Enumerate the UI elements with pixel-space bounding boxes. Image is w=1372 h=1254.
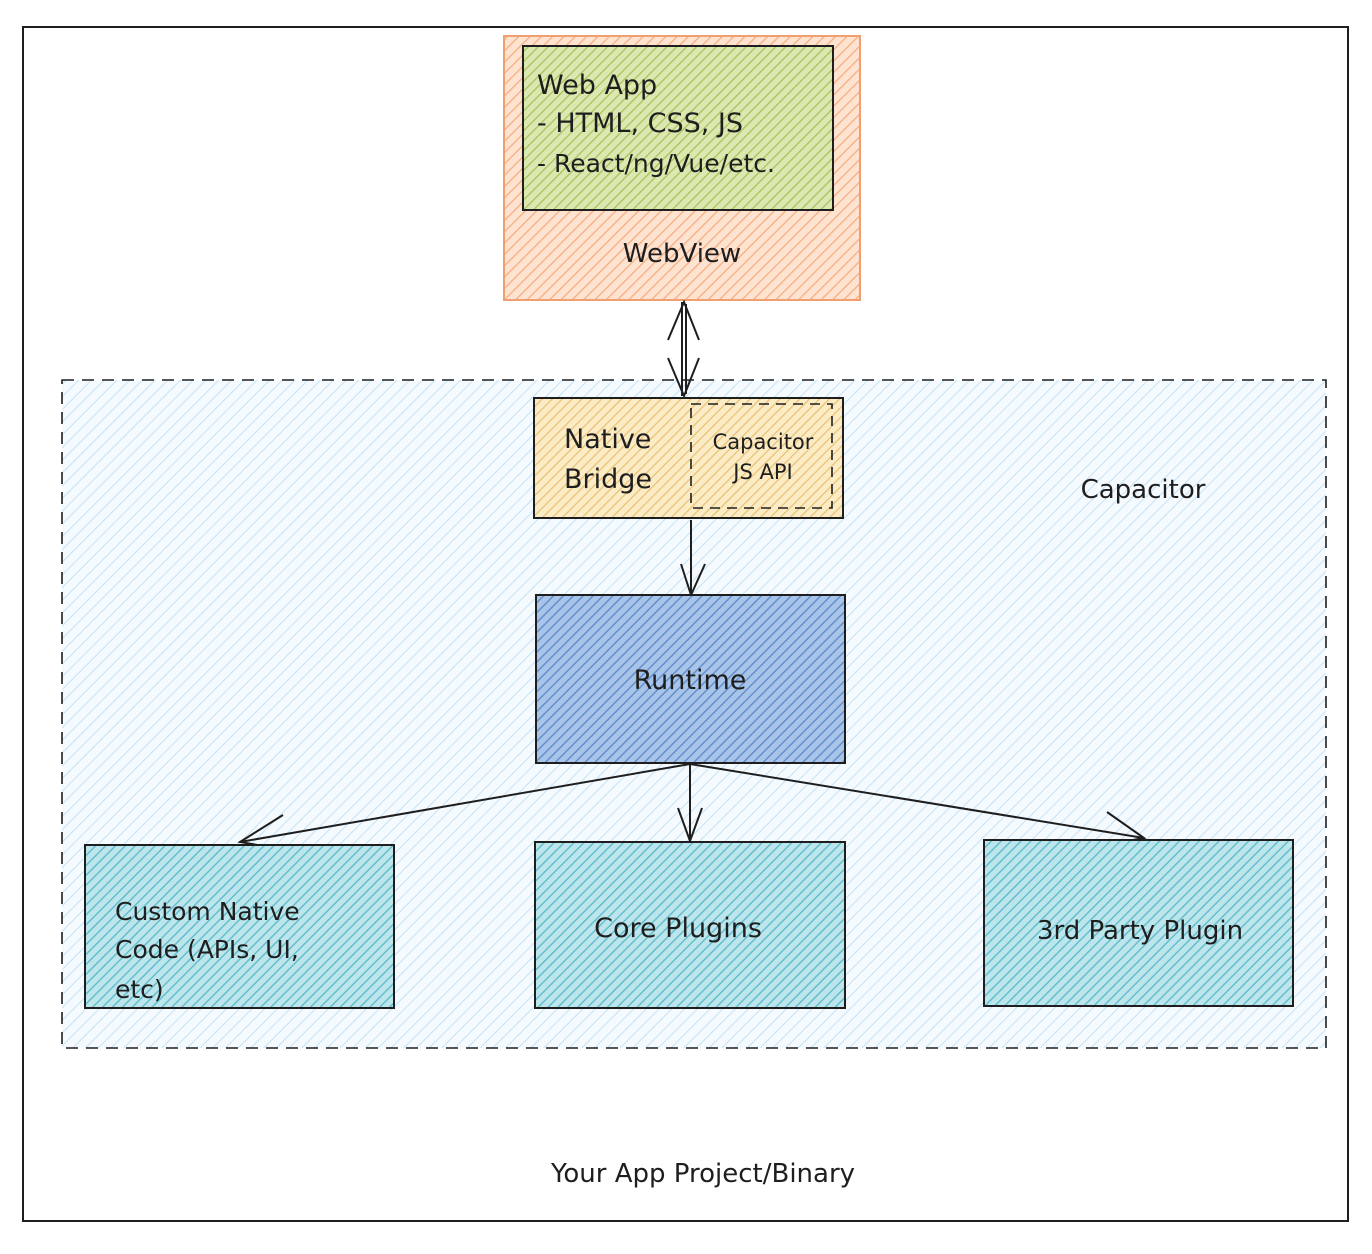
runtime-box xyxy=(535,594,846,764)
webview-bridge-arrow xyxy=(667,299,700,399)
js-api-line-2: JS API xyxy=(731,460,792,484)
native-bridge-box xyxy=(533,397,844,519)
app-project-label: Your App Project/Binary xyxy=(550,1159,855,1189)
core-plugins-box xyxy=(534,841,846,1009)
runtime-label: Runtime xyxy=(634,665,747,696)
web-app-line-2: - HTML, CSS, JS xyxy=(537,108,743,139)
web-app-line-3: - React/ng/Vue/etc. xyxy=(537,149,775,178)
third-party-plugin-label: 3rd Party Plugin xyxy=(1037,916,1243,946)
webview-label: WebView xyxy=(623,239,741,269)
third-party-plugin-box xyxy=(983,839,1294,1007)
custom-native-code-box xyxy=(84,844,395,1009)
custom-native-line-1: Custom Native xyxy=(115,897,300,926)
web-app-box xyxy=(522,45,834,211)
web-app-line-1: Web App xyxy=(537,70,657,101)
native-bridge-line-1: Native xyxy=(564,424,651,455)
core-plugins-label: Core Plugins xyxy=(594,913,762,944)
native-bridge-line-2: Bridge xyxy=(564,464,652,495)
custom-native-line-3: etc) xyxy=(115,975,164,1004)
custom-native-line-2: Code (APIs, UI, xyxy=(115,935,299,964)
capacitor-label: Capacitor xyxy=(1081,475,1206,505)
js-api-box xyxy=(690,403,833,509)
js-api-line-1: Capacitor xyxy=(713,430,814,454)
